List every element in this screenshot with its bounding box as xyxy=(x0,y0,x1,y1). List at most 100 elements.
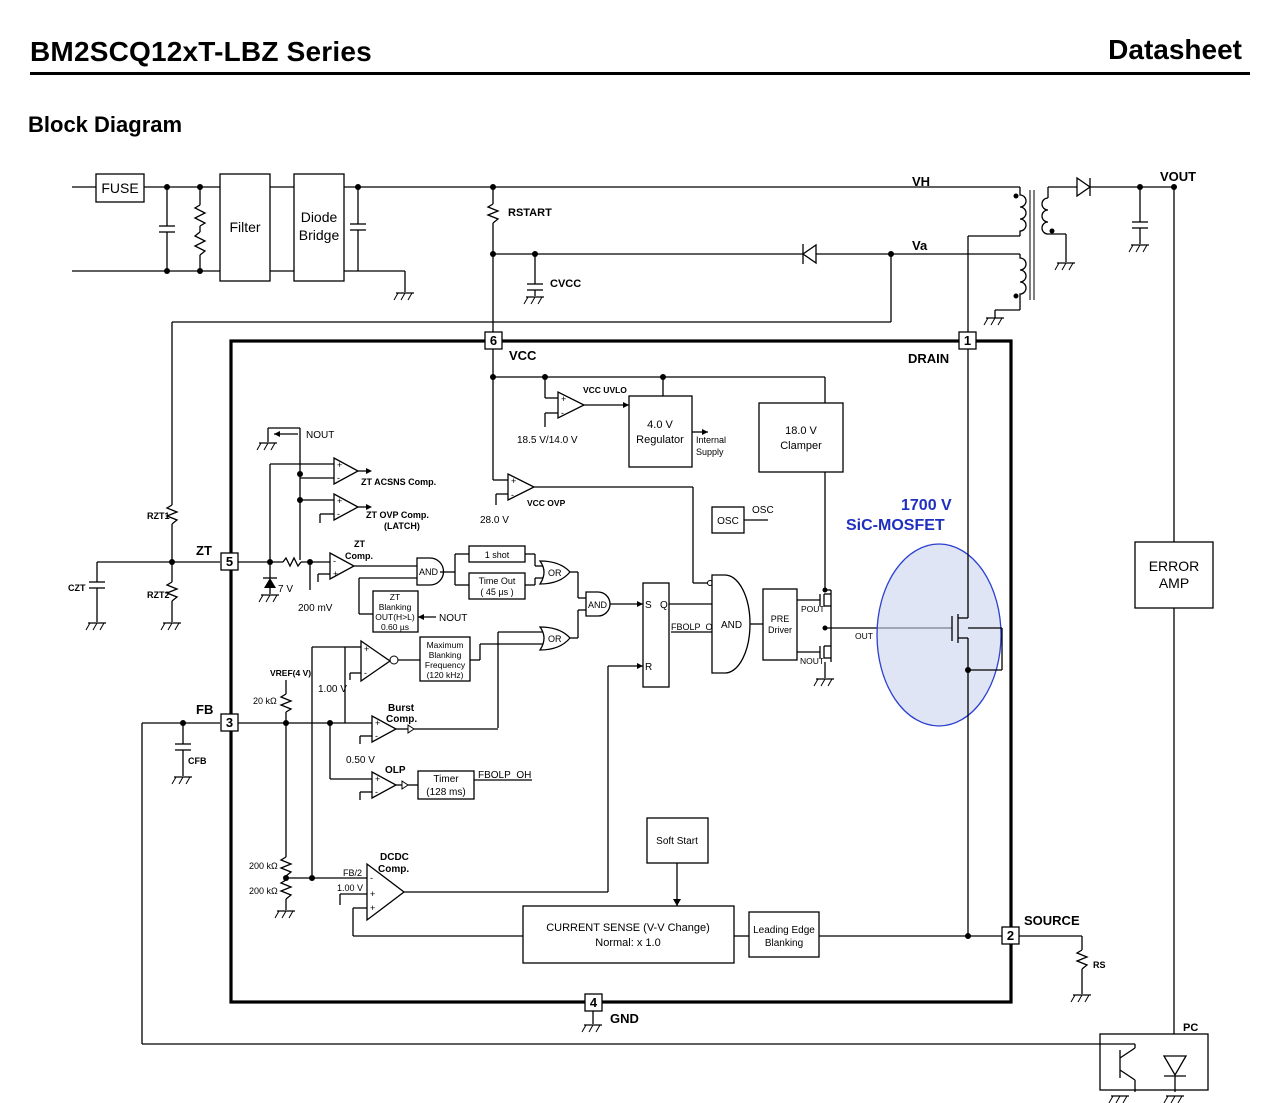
vcc-startup: RSTART CVCC Va VH xyxy=(172,174,1020,332)
nout-blanking-label: NOUT xyxy=(439,613,467,624)
svg-text:-: - xyxy=(337,473,340,483)
nout-label: NOUT xyxy=(306,430,334,441)
osc-out-label: OSC xyxy=(752,505,774,516)
svg-text:+: + xyxy=(561,394,566,404)
regulator-label-1: 4.0 V xyxy=(647,419,673,431)
pin-6-name: VCC xyxy=(509,348,537,363)
document-type: Datasheet xyxy=(1108,34,1242,65)
pre-driver-block xyxy=(762,588,798,661)
pin-6: 6 VCC xyxy=(484,331,537,363)
clamper-label-1: 18.0 V xyxy=(785,425,817,437)
pin-2: 2 SOURCE RS xyxy=(1001,913,1106,1003)
sr-q-label: Q xyxy=(660,600,668,611)
pin-4-name: GND xyxy=(610,1011,639,1026)
200k-label-1: 200 kΩ xyxy=(249,861,278,871)
1v-label-1: 1.00 V xyxy=(318,684,347,695)
error-amp-label-2: AMP xyxy=(1159,575,1189,591)
vcc-internal: + - 18.5 V/14.0 V VCC UVLO 4.0 V Regulat… xyxy=(480,349,844,590)
time-out-label-1: Time Out xyxy=(479,576,516,586)
zt-blanking-label-2: Blanking xyxy=(379,602,412,612)
pin-5: 5 ZT xyxy=(196,543,239,571)
timer-label-2: (128 ms) xyxy=(426,787,465,798)
zt-comp-label-1: ZT xyxy=(354,539,365,549)
rstart-label: RSTART xyxy=(508,207,552,219)
error-amp-label-1: ERROR xyxy=(1149,558,1200,574)
or-gate-1-label: OR xyxy=(548,568,562,578)
mosfet-rating: 1700 V xyxy=(901,497,952,514)
olp-label: OLP xyxy=(385,765,406,776)
vcc-ovp-label: VCC OVP xyxy=(527,498,566,508)
050v-label: 0.50 V xyxy=(346,755,375,766)
rs-label: RS xyxy=(1093,960,1106,970)
pin-3: 3 FB xyxy=(196,702,239,732)
sr-r-label: R xyxy=(645,662,652,673)
fbolp-in-label: FBOLP_OH xyxy=(671,622,719,632)
fbolp-out-label: FBOLP_OH xyxy=(478,770,531,781)
diode-bridge-label-1: Diode xyxy=(301,209,338,225)
zt-internal: NOUT + - ZT ACSNS Comp. + - ZT OVP Comp.… xyxy=(238,427,643,728)
internal-supply-label-1: Internal xyxy=(696,435,726,445)
soft-start-label: Soft Start xyxy=(656,836,698,847)
pin-3-name: FB xyxy=(196,702,213,717)
max-blanking-block xyxy=(419,636,471,682)
20k-label: 20 kΩ xyxy=(253,696,277,706)
osc-block xyxy=(711,506,745,534)
svg-text:-: - xyxy=(364,668,367,678)
max-blanking-label-2: Blanking xyxy=(429,650,462,660)
zt-acsns-label: ZT ACSNS Comp. xyxy=(361,477,436,487)
burst-label-1: Burst xyxy=(388,703,415,714)
zt-blanking-label-3: OUT(H>L) xyxy=(375,612,415,622)
sr-s-label: S xyxy=(645,600,652,611)
max-blanking-label-3: Frequency xyxy=(425,660,466,670)
soft-start-block xyxy=(646,817,709,864)
clamper-label-2: Clamper xyxy=(780,440,822,452)
nout-drv-label: NOUT xyxy=(800,656,824,666)
fb2-label: FB/2 xyxy=(343,868,362,878)
or-gate-2-label: OR xyxy=(548,634,562,644)
timer-label-1: Timer xyxy=(433,774,459,785)
vcc-uvlo-label: VCC UVLO xyxy=(583,385,627,395)
zt-network: RZT1 RZT2 CZT xyxy=(68,322,220,631)
pin-4-number: 4 xyxy=(590,995,598,1010)
burst-label-2: Comp. xyxy=(386,714,417,725)
pin-5-number: 5 xyxy=(226,554,233,569)
out-label: OUT xyxy=(855,631,873,641)
pre-driver-label-2: Driver xyxy=(768,625,792,635)
leb-label-1: Leading Edge xyxy=(753,925,815,936)
ovp-threshold: 28.0 V xyxy=(480,515,509,526)
current-sense-block xyxy=(522,905,735,964)
czt-label: CZT xyxy=(68,583,86,593)
svg-text:-: - xyxy=(511,490,514,500)
sic-mosfet: 1700 V SiC-MOSFET xyxy=(846,236,1003,936)
time-out-block xyxy=(468,572,526,600)
pin-2-name: SOURCE xyxy=(1024,913,1080,928)
zt-ovp-label-1: ZT OVP Comp. xyxy=(366,510,429,520)
pin-1: 1 DRAIN xyxy=(908,331,977,366)
sr-latch-block xyxy=(642,582,670,688)
zt-ovp-label-2: (LATCH) xyxy=(384,521,420,531)
200k-label-2: 200 kΩ xyxy=(249,886,278,896)
7v-label: 7 V xyxy=(278,584,293,595)
svg-text:-: - xyxy=(337,509,340,519)
mosfet-type: SiC-MOSFET xyxy=(846,517,945,534)
zt-blanking-block xyxy=(372,590,419,633)
pin-1-name: DRAIN xyxy=(908,351,949,366)
svg-text:+: + xyxy=(375,774,380,784)
header-rule xyxy=(30,72,1250,75)
filter-label: Filter xyxy=(229,219,260,235)
max-blanking: + - 1.00 V Maximum Blanking Frequency (1… xyxy=(318,636,471,723)
transformer: VOUT ERROR AMP xyxy=(968,169,1214,1055)
svg-text:+: + xyxy=(337,460,342,470)
fuse-block xyxy=(95,173,145,203)
1v-label-2: 1.00 V xyxy=(337,883,363,893)
zt-blanking-label-1: ZT xyxy=(390,592,400,602)
svg-text:-: - xyxy=(370,873,373,883)
dcdc-label-1: DCDC xyxy=(380,852,409,863)
pout-label: POUT xyxy=(801,604,825,614)
svg-text:+: + xyxy=(370,889,375,899)
osc-block-label: OSC xyxy=(717,516,739,527)
leb-label-2: Blanking xyxy=(765,938,803,949)
current-sense-label-1: CURRENT SENSE (V-V Change) xyxy=(546,922,710,934)
vout-label: VOUT xyxy=(1160,169,1196,184)
